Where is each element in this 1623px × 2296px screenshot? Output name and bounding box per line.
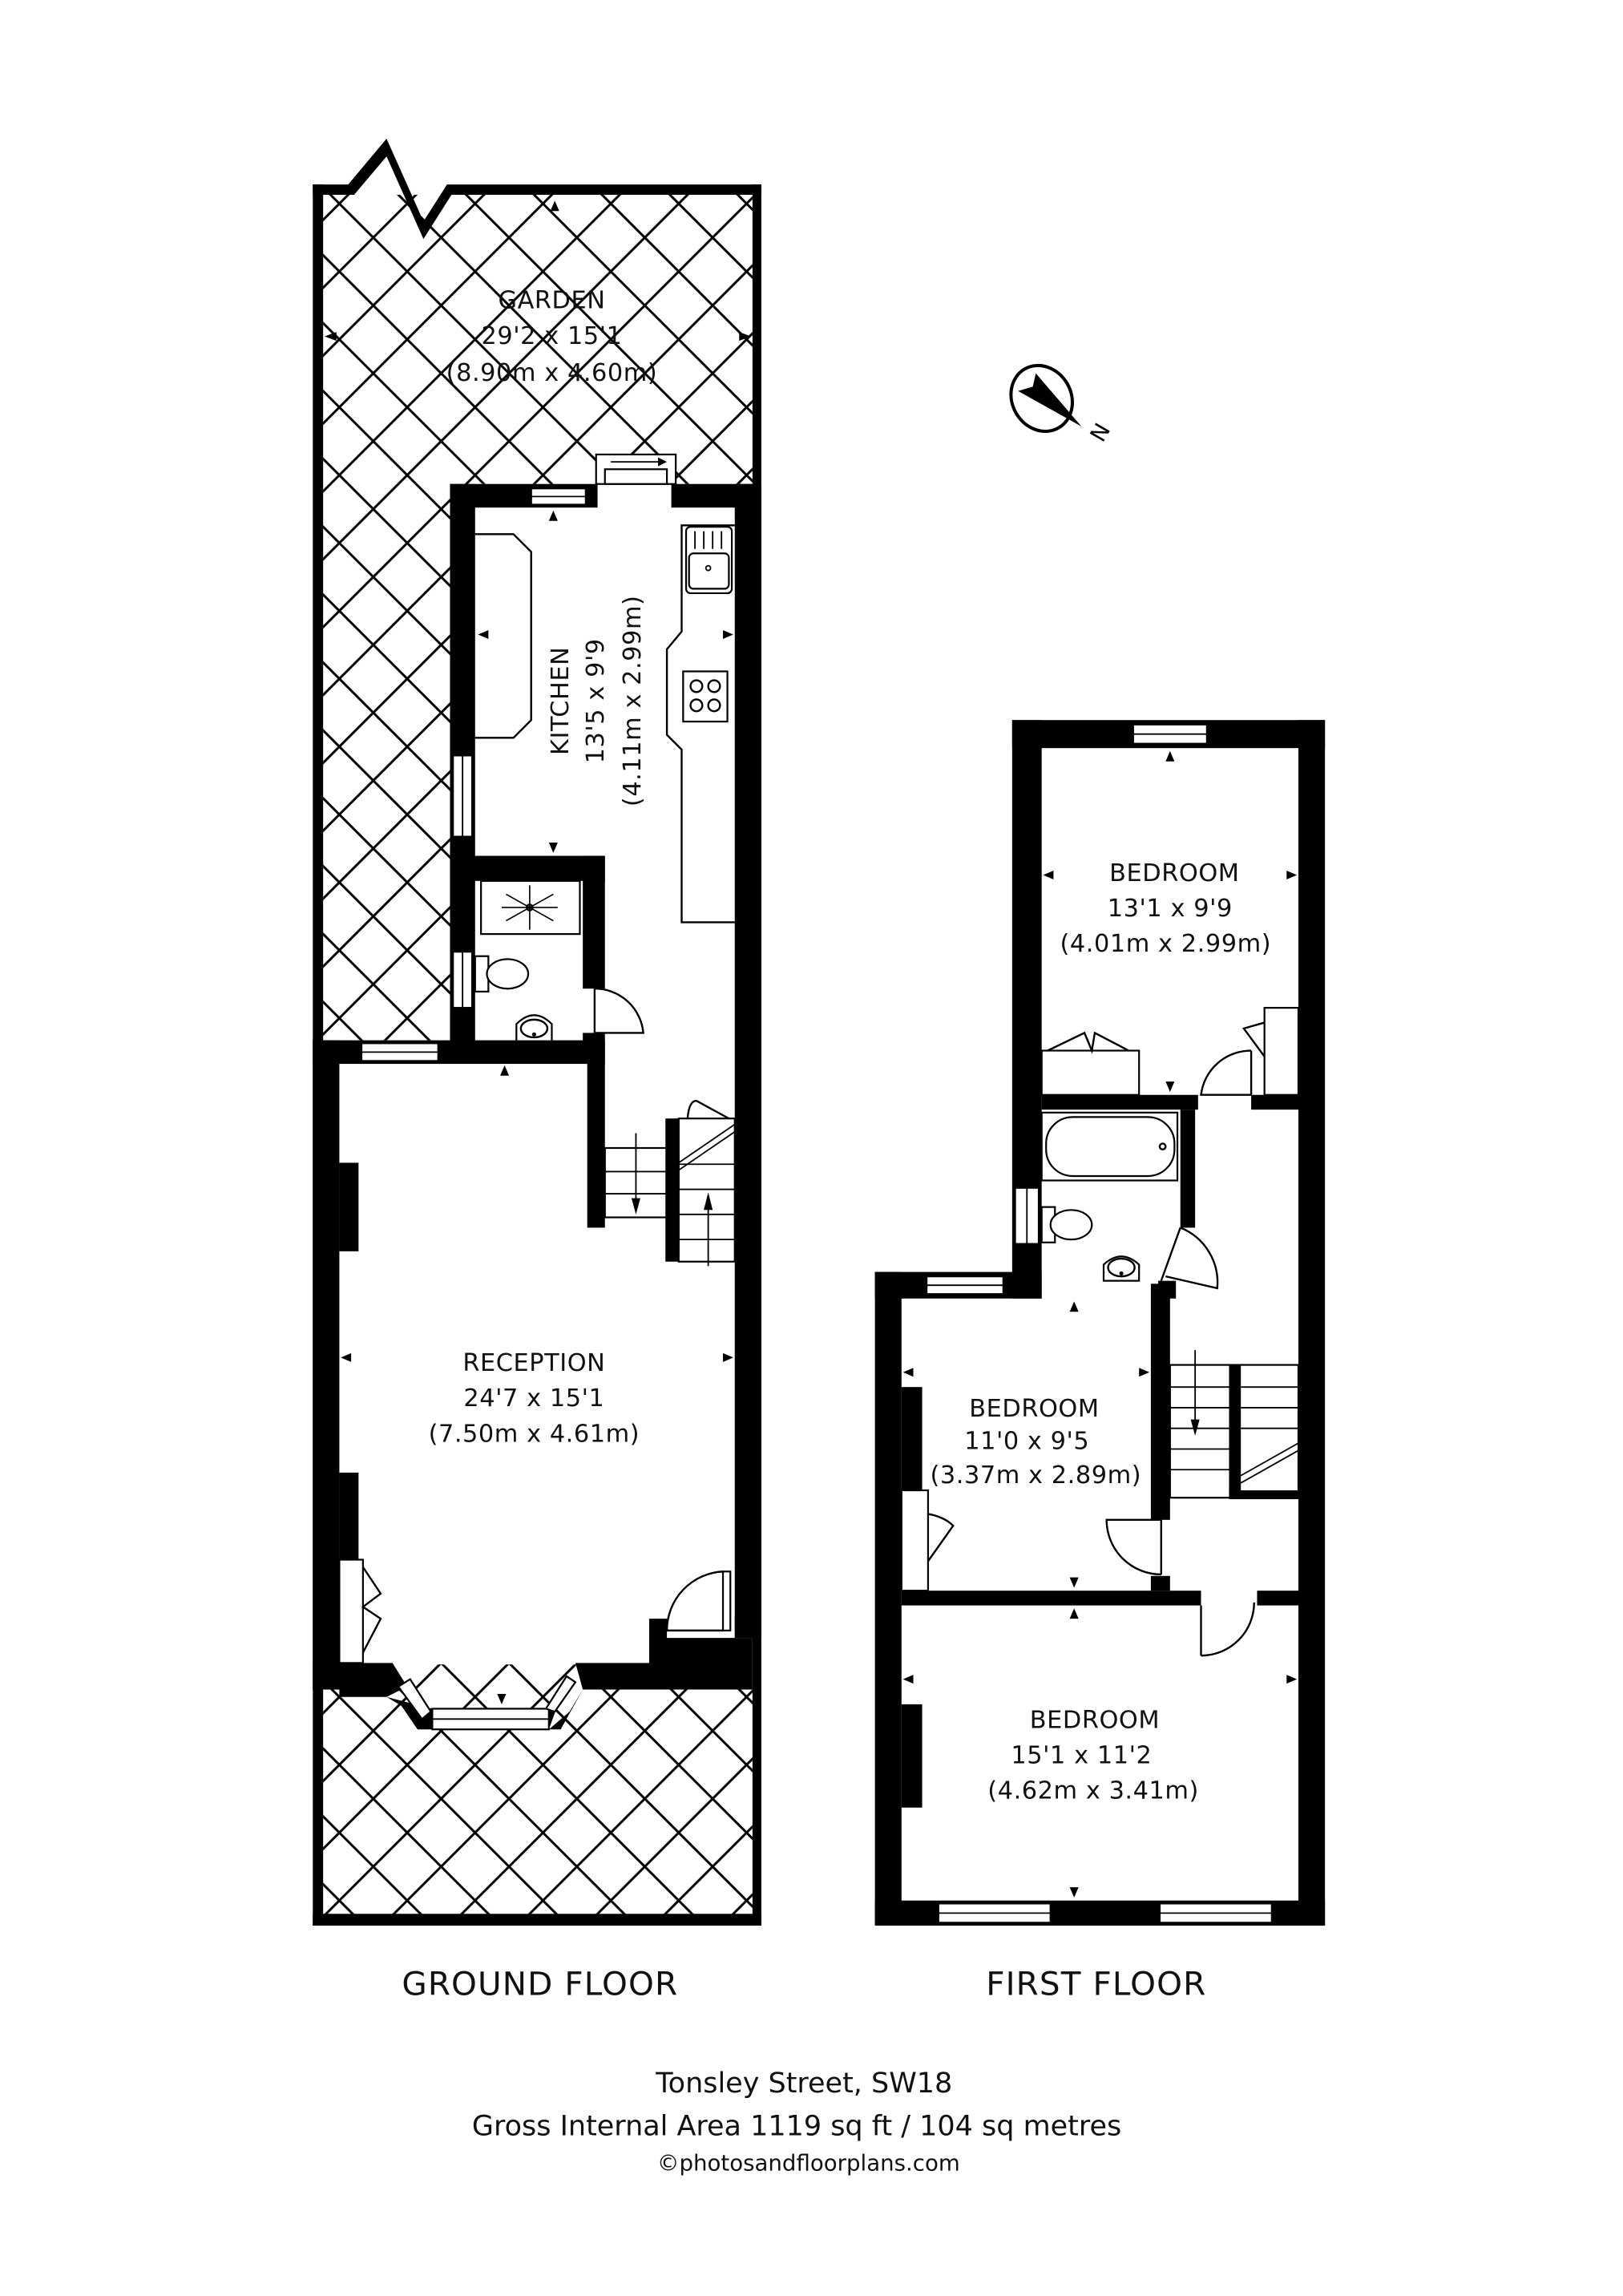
cupboard [338, 1558, 382, 1664]
bottom-bedroom-door[interactable] [1200, 1602, 1255, 1657]
basin-icon [1102, 1255, 1141, 1282]
wc-door[interactable] [593, 988, 644, 1034]
ground-floor-stairs [604, 1099, 736, 1267]
bedroom2-metric: (3.37m x 2.89m) [931, 1461, 1142, 1490]
reception-imperial: 24'7 x 15'1 [463, 1384, 604, 1413]
front-garden-area [323, 1664, 753, 1916]
reception-metric: (7.50m x 4.61m) [429, 1420, 640, 1448]
bedroom1-imperial: 13'1 x 9'9 [1108, 895, 1233, 923]
first-floor-label: FIRST FLOOR [986, 1965, 1206, 2003]
ground-floor-label: GROUND FLOOR [402, 1965, 678, 2003]
copyright: ©photosandfloorplans.com [657, 2150, 960, 2177]
front-door[interactable] [665, 1570, 753, 1639]
bathroom-door[interactable] [1160, 1227, 1219, 1290]
kitchen-label: KITCHEN [547, 647, 575, 755]
bedroom1-metric: (4.01m x 2.99m) [1060, 930, 1272, 958]
reception-label: RECEPTION [462, 1349, 605, 1377]
north-arrow-icon [1009, 363, 1082, 434]
bedroom3-metric: (4.62m x 3.41m) [987, 1777, 1199, 1805]
shower-icon [480, 879, 581, 936]
sink-icon [684, 525, 733, 595]
gross-internal-area: Gross Internal Area 1119 sq ft / 104 sq … [472, 2110, 1121, 2142]
top-bedroom-door[interactable] [1200, 1049, 1253, 1096]
garden-boundary-zigzag [313, 139, 761, 240]
wardrobe [1241, 1007, 1300, 1096]
compass: N [1009, 363, 1116, 447]
bedroom3-imperial: 15'1 x 11'2 [1011, 1742, 1152, 1770]
garden-imperial: 29'2 x 15'1 [482, 322, 623, 350]
bedroom3-label: BEDROOM [1030, 1706, 1160, 1734]
kitchen-counter-left [474, 533, 532, 739]
garden-area [323, 194, 753, 484]
bedroom1-label: BEDROOM [1109, 859, 1239, 887]
mid-bedroom-door[interactable] [1105, 1518, 1162, 1576]
dimension-markers [902, 750, 1298, 1898]
hob-icon [682, 670, 729, 723]
compass-north-label: N [1084, 418, 1116, 446]
mid-bedroom-cupboard [900, 1489, 955, 1592]
toilet-icon [1040, 1206, 1093, 1243]
first-floor-plan: BEDROOM 13'1 x 9'9 (4.01m x 2.99m) BEDRO… [874, 720, 1326, 1926]
garden-metric: (8.90m x 4.60m) [446, 359, 658, 387]
entrance-arrow-icon [684, 1642, 709, 1672]
basin-icon [515, 1014, 553, 1043]
kitchen-imperial: 13'5 x 9'9 [582, 638, 610, 763]
kitchen-counter-right [665, 524, 735, 924]
bedroom2-label: BEDROOM [969, 1395, 1099, 1423]
bedroom2-imperial: 11'0 x 9'5 [964, 1427, 1089, 1455]
dresser [1040, 1031, 1141, 1096]
toilet-icon [474, 955, 530, 992]
first-floor-stairs [1169, 1350, 1300, 1500]
side-return-area [323, 483, 450, 1041]
kitchen-metric: (4.11m x 2.99m) [619, 596, 647, 807]
garden-label: GARDEN [499, 287, 606, 315]
dimension-markers [325, 200, 752, 1704]
address: Tonsley Street, SW18 [655, 2068, 952, 2100]
ground-floor-plan: GARDEN 29'2 x 15'1 (8.90m x 4.60m) KITCH… [313, 139, 761, 1926]
bath-icon [1040, 1111, 1179, 1182]
bay-window-wall [313, 1663, 408, 1697]
